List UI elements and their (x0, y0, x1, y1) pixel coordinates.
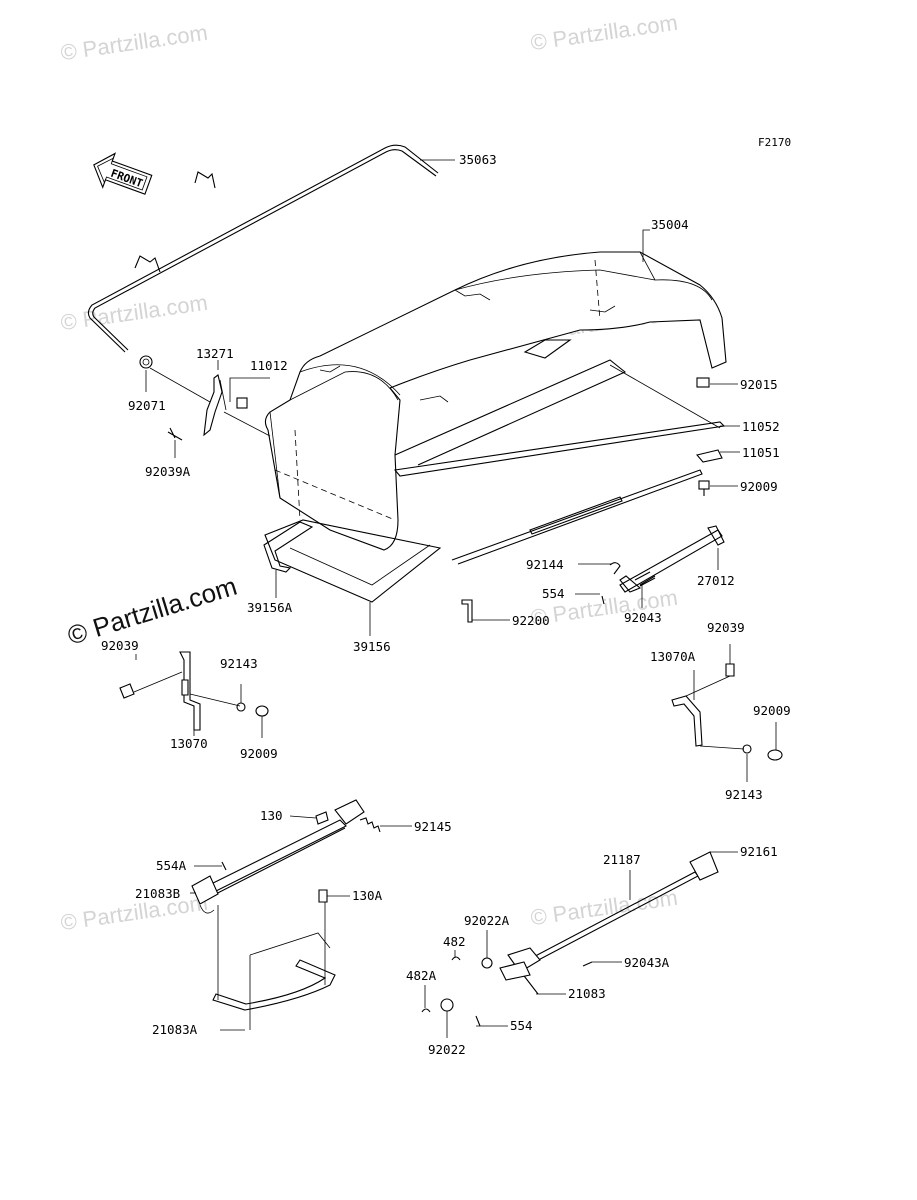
part-label: 92022 (428, 1042, 466, 1057)
part-label: 21083A (152, 1022, 198, 1037)
clip-482 (451, 956, 461, 961)
strip-11052 (393, 364, 726, 565)
part-label: 92043 (624, 610, 662, 625)
part-label: 92143 (220, 656, 258, 671)
part-label: 11051 (742, 445, 780, 460)
part-label: 130 (260, 808, 283, 823)
bolt-92009-left (255, 705, 269, 717)
part-label: 482A (406, 968, 437, 983)
bracket-13271 (203, 374, 227, 437)
part-label: 92200 (512, 613, 550, 628)
screw-92039-right (725, 663, 735, 677)
screw-130 (315, 811, 329, 825)
screw-92039A (167, 427, 183, 441)
pin-554A (221, 861, 227, 871)
panel-39156 (264, 519, 442, 603)
pin-554-lower (475, 1015, 481, 1027)
part-labels: 35063 35004 13271 11012 92071 92039A 920… (101, 152, 791, 1057)
clip-482A (421, 1008, 431, 1013)
part-label: 27012 (697, 573, 735, 588)
front-arrow-icon: FRONT (93, 152, 153, 195)
figure-ref: F2170 (758, 136, 791, 149)
part-label: 13070 (170, 736, 208, 751)
nut-92015 (696, 377, 710, 388)
part-label: 92039 (101, 638, 139, 653)
part-label: 39156A (247, 600, 293, 615)
part-label: 21187 (603, 852, 641, 867)
part-label: 92145 (414, 819, 452, 834)
bracket-13070 (179, 651, 201, 731)
bar-39156A (263, 521, 314, 573)
bolt-92009 (698, 480, 710, 496)
washer-92022 (440, 998, 454, 1012)
screw-92039-left (119, 683, 135, 699)
washer-92143-left (236, 702, 246, 712)
rod-35063 (87, 144, 439, 353)
part-label: 92022A (464, 913, 510, 928)
part-label: 21083 (568, 986, 606, 1001)
spring-92145 (359, 817, 381, 833)
part-label: 92143 (725, 787, 763, 802)
lever-21083 (499, 947, 541, 995)
part-label: 35063 (459, 152, 497, 167)
part-label: 92009 (753, 703, 791, 718)
part-label: 92161 (740, 844, 778, 859)
part-label: 130A (352, 888, 383, 903)
part-label: 92043A (624, 955, 670, 970)
part-label: 92039 (707, 620, 745, 635)
block-11012 (236, 397, 248, 409)
part-label: 21083B (135, 886, 180, 901)
leader-lines (133, 159, 777, 1038)
grommet-92071 (139, 355, 153, 369)
part-label: 92009 (740, 479, 778, 494)
part-label: 554 (542, 586, 565, 601)
bolt-92009-right (767, 749, 783, 761)
part-label: 35004 (651, 217, 689, 232)
arm-21083A (212, 932, 336, 1011)
latch-assembly-21083B (191, 799, 365, 914)
hinge-27012 (619, 525, 725, 593)
part-label: 92009 (240, 746, 278, 761)
pin-92043 (639, 575, 656, 586)
part-label: 554 (510, 1018, 533, 1033)
part-label: 39156 (353, 639, 391, 654)
part-label: 482 (443, 934, 466, 949)
washer-92143-right (742, 744, 752, 754)
pin-92200 (461, 599, 473, 623)
deck-35004 (264, 251, 727, 551)
part-label: 13271 (196, 346, 234, 361)
part-label: 92144 (526, 557, 564, 572)
part-label: 92039A (145, 464, 191, 479)
part-label: 92015 (740, 377, 778, 392)
clip-11051 (695, 449, 723, 463)
part-label: 11012 (250, 358, 288, 373)
part-label: 11052 (742, 419, 780, 434)
screw-130A (318, 889, 328, 903)
part-label: 92071 (128, 398, 166, 413)
part-label: 554A (156, 858, 187, 873)
pin-554 (601, 595, 605, 605)
washer-92022A (481, 957, 493, 969)
part-label: 13070A (650, 649, 696, 664)
bracket-13070A (671, 695, 703, 747)
pin-92043A (582, 961, 593, 967)
pin-92144 (609, 562, 621, 575)
